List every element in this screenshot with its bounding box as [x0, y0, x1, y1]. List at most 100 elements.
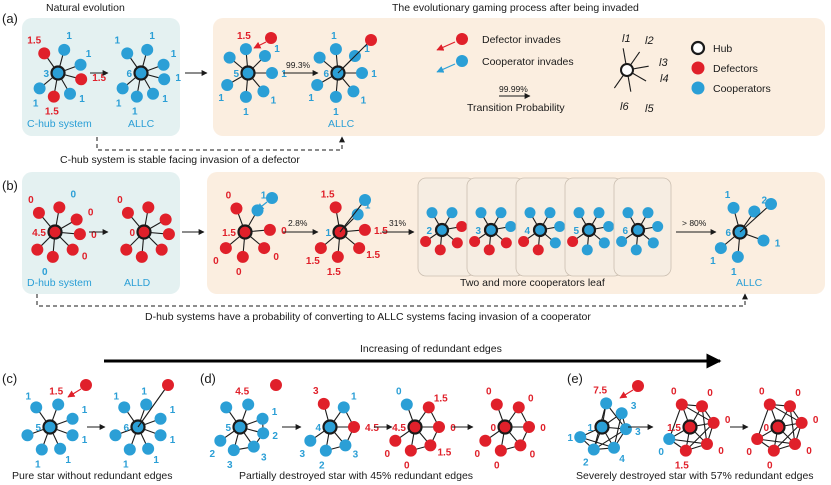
node-payoff-label: 1 — [82, 405, 88, 416]
node-payoff-label: 1 — [170, 435, 176, 446]
redundant-edge — [769, 403, 802, 424]
hub-node — [322, 419, 338, 435]
invading-defector — [265, 32, 277, 44]
node — [549, 237, 561, 249]
cooperator-node — [121, 47, 134, 60]
legend-leaf-label: l6 — [620, 101, 629, 113]
legend-defector-dot — [456, 33, 468, 45]
hub-payoff-label: 3 — [43, 69, 49, 80]
hub-payoff-label: 6 — [622, 226, 628, 237]
node — [518, 235, 530, 247]
node — [630, 244, 642, 256]
defector-node — [784, 400, 796, 413]
defector-node — [389, 434, 402, 447]
cooperator-node — [74, 58, 87, 71]
cooperator-node — [347, 85, 360, 98]
cooperator-node — [608, 441, 620, 454]
node — [652, 221, 664, 233]
cooperator-node — [147, 87, 159, 100]
label-c-hub-system: C-hub system — [27, 118, 92, 130]
node — [598, 237, 610, 249]
hub-payoff-label: 1 — [325, 228, 331, 239]
node-payoff-label: 4 — [619, 454, 625, 465]
redundant-edge — [773, 422, 803, 452]
node-payoff-label: 0 — [117, 195, 123, 206]
prob-b3: > 80% — [682, 218, 707, 228]
hub-node — [240, 65, 256, 81]
node — [505, 221, 517, 233]
cooperator-node — [256, 412, 269, 425]
node — [647, 237, 659, 249]
defector-node — [219, 242, 232, 255]
hub-payoff-label: 4 — [524, 226, 530, 237]
node-payoff-label: 0 — [88, 208, 94, 219]
legend-defector-arrow — [436, 41, 456, 51]
node-payoff-label: 3 — [631, 401, 637, 412]
cooperator-node — [154, 412, 167, 425]
node-payoff-label: 0 — [767, 461, 773, 472]
panel-label-b: (b) — [2, 178, 18, 193]
edge — [739, 203, 772, 233]
prob-b2: 31% — [389, 218, 406, 228]
node — [622, 207, 634, 219]
cooperator-node — [619, 423, 632, 436]
defector-node — [365, 34, 377, 46]
cooperator-node — [351, 208, 364, 221]
node-payoff-label: 1 — [261, 190, 267, 201]
node-payoff-label: 0 — [28, 195, 34, 206]
cooperator-node — [359, 194, 371, 206]
node-payoff-label: 1.5 — [675, 461, 689, 472]
cooperator-node — [356, 67, 368, 79]
cooperator-node — [257, 427, 270, 440]
node-payoff-label: 0 — [494, 461, 500, 472]
cooperator-node — [30, 401, 43, 414]
legend-hub: Hub — [713, 43, 732, 55]
node-payoff-label: 0 — [42, 267, 48, 278]
defector-node — [121, 206, 134, 219]
node — [544, 207, 556, 219]
invasion-arrow — [256, 201, 268, 211]
node-payoff-label: 0 — [273, 252, 279, 263]
node-payoff-label: 1 — [33, 98, 39, 109]
node-payoff-label: 1.5 — [434, 393, 448, 404]
node-payoff-label: 1.5 — [327, 267, 341, 278]
prob-b1: 2.8% — [288, 218, 308, 228]
legend-defectors: Defectors — [713, 63, 758, 75]
title-evolutionary-process: The evolutionary gaming process after be… — [392, 2, 639, 14]
legend-leaf-label: l2 — [645, 35, 654, 47]
node-payoff-label: 7.5 — [593, 385, 607, 396]
node — [475, 207, 487, 219]
node-payoff-label: 4.5 — [365, 423, 379, 434]
defector-node — [494, 444, 507, 457]
node-payoff-label: 1.5 — [306, 256, 320, 267]
defector-node — [73, 228, 86, 241]
note-d-hub-conversion: D-hub systems have a probability of conv… — [145, 311, 591, 323]
panel-label-c: (c) — [2, 371, 17, 386]
node-payoff-label: 1 — [775, 239, 781, 250]
node — [642, 207, 654, 219]
caption-d: Partially destroyed star with 45% redund… — [239, 470, 473, 482]
defector-node — [358, 223, 371, 236]
node-payoff-label: 1.5 — [92, 73, 106, 84]
legend-prob-value: 99.99% — [499, 84, 528, 94]
defector-node — [70, 213, 83, 226]
legend-cooperator-dot — [456, 55, 468, 67]
cooperator-node — [600, 397, 613, 410]
redundant-edge — [685, 422, 715, 452]
cooperator-node — [757, 234, 770, 247]
node — [500, 237, 512, 249]
label-d-hub-system: D-hub system — [27, 277, 92, 289]
node-payoff-label: 0 — [236, 267, 242, 278]
node-payoff-label: 1 — [116, 98, 122, 109]
hub-payoff-label: 4.5 — [392, 423, 406, 434]
node-payoff-label: 1.5 — [321, 189, 335, 200]
node-payoff-label: 3 — [353, 449, 359, 460]
hub-payoff-label: 2 — [426, 226, 432, 237]
node-payoff-label: 1 — [170, 405, 176, 416]
legend-leaf-label: l5 — [645, 103, 654, 115]
